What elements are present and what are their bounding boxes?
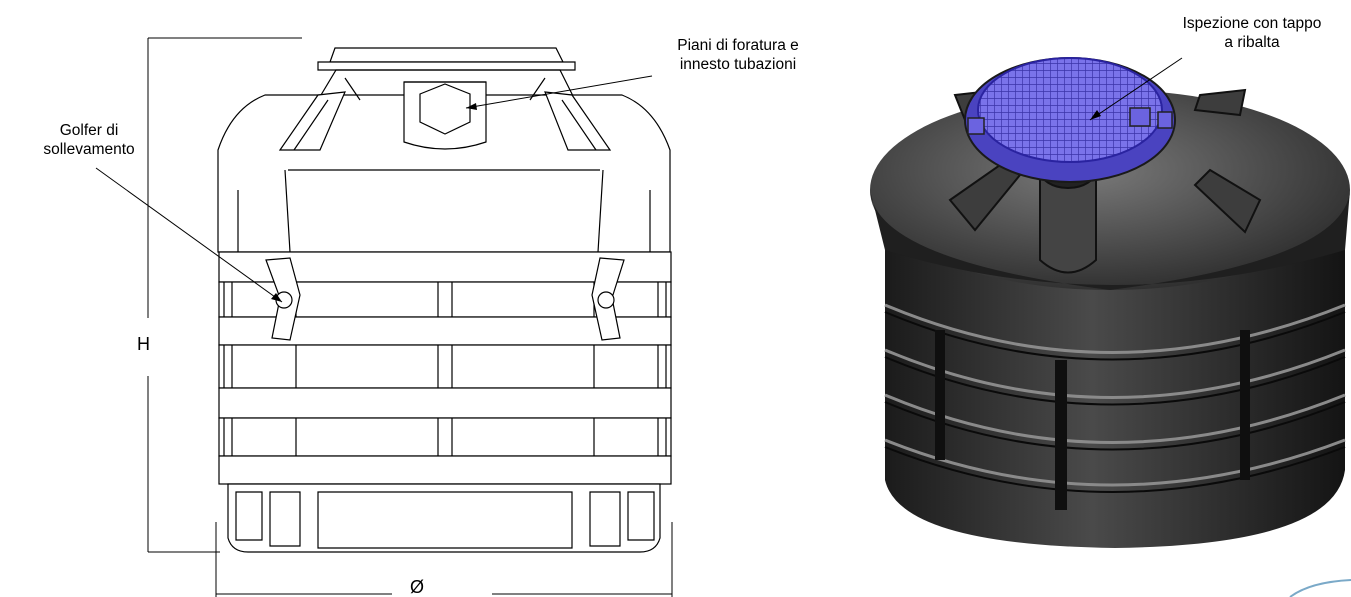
label-inspection-lid: Ispezione con tappo a ribalta [1182,15,1322,51]
leader-lines [95,57,1183,303]
height-dimension-line [147,37,302,553]
leader-golfer [95,167,283,303]
leader-ispezione [1089,57,1183,121]
label-lifting-eye: Golfer di sollevamento [43,122,135,158]
diameter-dimension-line [215,522,673,597]
tank-3d-view [870,57,1350,548]
diameter-dimension-label: Ø [410,577,425,597]
logo-mark [1289,579,1351,597]
leader-piani [465,75,653,109]
label-drilling-surfaces: Piani di foratura e innesto tubazioni [677,37,799,73]
tank-front-view [217,47,672,553]
height-dimension-label: H [137,334,150,354]
